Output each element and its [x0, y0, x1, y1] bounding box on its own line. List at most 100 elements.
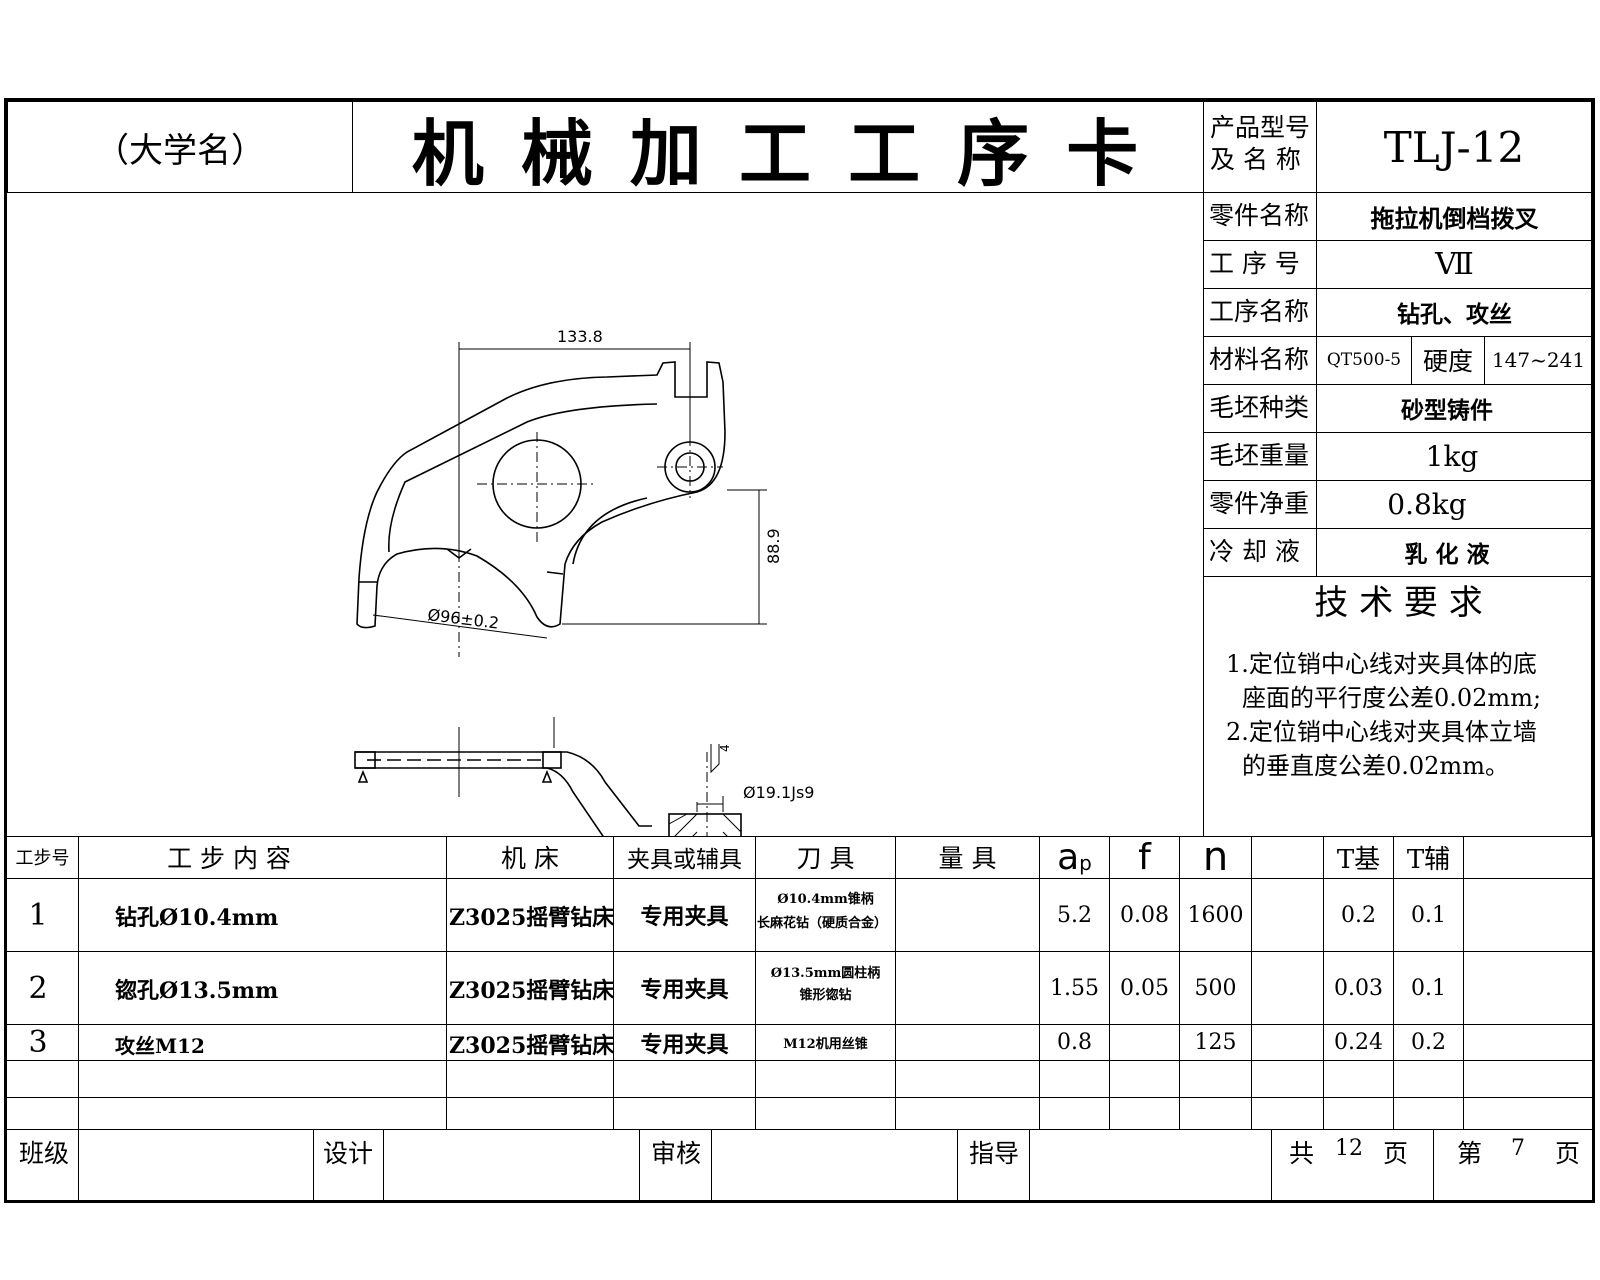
th-t-basic: T基 [1336, 844, 1381, 875]
dim-width-label: 133.8 [557, 327, 603, 346]
footer-page-no: 7 [1511, 1136, 1525, 1161]
row-t-aux: 0.1 [1411, 902, 1446, 928]
blank-type-value: 砂型铸件 [1401, 397, 1493, 424]
footer-class-label: 班级 [19, 1139, 70, 1168]
row-tool-line2: 长麻花钻（硬质合金） [757, 916, 888, 931]
footer-review-label: 审核 [651, 1139, 702, 1168]
row-t-aux: 0.2 [1411, 1030, 1446, 1055]
footer-guide-label: 指导 [969, 1139, 1020, 1168]
row-t-aux: 0.1 [1411, 975, 1446, 1001]
hardness-label: 硬度 [1422, 347, 1473, 376]
dim-small-label: 4 [718, 744, 732, 752]
th-gauge: 量 具 [938, 844, 997, 873]
tech-req-heading: 技 术 要 求 [1314, 582, 1483, 623]
blank-type-label: 毛坯种类 [1209, 393, 1310, 422]
row-machine: Z3025摇臂钻床 [449, 1033, 615, 1059]
th-content: 工 步 内 容 [167, 844, 291, 873]
university-name: （大学名） [95, 130, 265, 171]
row-content: 锪孔Ø13.5mm [115, 978, 279, 1004]
th-ap-sub: p [1079, 851, 1092, 875]
row-content: 钻孔Ø10.4mm [115, 905, 279, 931]
dim-bore-label: Ø19.1Js9 [743, 783, 814, 802]
title-cell: 机 械 加 工 工 序 卡 [352, 101, 1204, 196]
row-f [1110, 1025, 1179, 1060]
footer-total-pages: 12 [1335, 1136, 1363, 1161]
part-name-label: 零件名称 [1209, 201, 1310, 230]
row-t-basic: 0.03 [1334, 975, 1383, 1001]
row-machine: Z3025摇臂钻床 [449, 905, 615, 931]
fork-outline-top [356, 361, 726, 629]
row-tool-line2: 锥形锪钻 [799, 988, 852, 1003]
row-ap: 5.2 [1057, 902, 1092, 928]
tech-req-box: 技 术 要 求 1.定位销中心线对夹具体的底 座面的平行度公差0.02mm; 2… [1203, 576, 1592, 837]
row-tool-line1: M12机用丝锥 [783, 1037, 868, 1052]
coolant-label: 冷 却 液 [1209, 537, 1300, 566]
row-t-basic: 0.2 [1341, 902, 1376, 928]
product-value-cell: TLJ-12 [1316, 101, 1592, 193]
row-fixture: 专用夹具 [640, 904, 729, 930]
dim-height-label: 88.9 [764, 528, 783, 564]
product-label-line1: 产品型号 [1210, 113, 1311, 142]
row-fixture: 专用夹具 [640, 977, 729, 1003]
tech-req-line-4: 的垂直度公差0.02mm。 [1242, 752, 1509, 780]
dim-diameter-label: Ø96±0.2 [427, 605, 501, 633]
footer-total-prefix: 共 [1289, 1139, 1315, 1168]
th-machine: 机 床 [501, 844, 559, 873]
row-tool-line1: Ø10.4mm锥柄 [777, 892, 874, 907]
row-tool-line1: Ø13.5mm圆柱柄 [770, 966, 881, 981]
th-f: f [1138, 836, 1151, 878]
row-ap: 0.8 [1057, 1030, 1092, 1055]
op-name-label: 工序名称 [1209, 297, 1310, 326]
footer-page-unit: 页 [1383, 1139, 1409, 1168]
th-step: 工步号 [15, 848, 70, 869]
product-label-line2: 及 名 称 [1210, 145, 1301, 174]
part-name-value: 拖拉机倒档拨叉 [1370, 203, 1539, 233]
footer-page-unit2: 页 [1555, 1139, 1581, 1168]
tech-req-line-3: 2.定位销中心线对夹具体立墙 [1226, 718, 1537, 746]
row-step: 1 [28, 897, 48, 933]
material-value: QT500-5 [1326, 350, 1402, 370]
process-card: （大学名） 机 械 加 工 工 序 卡 产品型号 及 名 称 TLJ-12 零件… [4, 98, 1595, 1203]
th-ap-main: a [1057, 836, 1080, 878]
blank-weight-label: 毛坯重量 [1209, 441, 1310, 470]
info-grid: 零件名称 拖拉机倒档拨叉 工 序 号 Ⅶ 工序名称 钻孔、攻丝 材料名称 QT5… [1203, 192, 1592, 581]
tech-req-line-1: 1.定位销中心线对夹具体的底 [1226, 650, 1537, 678]
coolant-value: 乳 化 液 [1404, 541, 1490, 568]
op-no-value: Ⅶ [1435, 246, 1474, 282]
th-n: n [1202, 834, 1229, 880]
material-label: 材料名称 [1209, 345, 1310, 374]
net-weight-label: 零件净重 [1209, 489, 1310, 518]
th-fixture: 夹具或辅具 [627, 847, 742, 873]
row-step: 3 [28, 1025, 48, 1060]
row-n: 125 [1194, 1030, 1237, 1055]
tech-req-line-2: 座面的平行度公差0.02mm; [1242, 684, 1542, 712]
footer-page-prefix: 第 [1457, 1139, 1483, 1168]
op-name-value: 钻孔、攻丝 [1397, 301, 1512, 328]
row-f: 0.05 [1120, 975, 1169, 1001]
row-fixture: 专用夹具 [640, 1031, 729, 1058]
op-no-label: 工 序 号 [1209, 249, 1300, 278]
row-n: 1600 [1187, 902, 1244, 928]
row-content: 攻丝M12 [115, 1034, 205, 1058]
product-label-cell: 产品型号 及 名 称 [1203, 101, 1317, 193]
row-step: 2 [28, 970, 48, 1006]
th-t-aux: T辅 [1406, 844, 1451, 875]
row-t-basic: 0.24 [1334, 1030, 1383, 1055]
card-title: 机 械 加 工 工 序 卡 [411, 110, 1145, 196]
footer-row: 班级 设计 审核 指导 共 12 页 第 7 页 [7, 1130, 1592, 1200]
part-drawing: 133.8 88.9 Ø96±0.2 Ø19.1Js9 4 [354, 327, 814, 837]
university-cell: （大学名） [7, 101, 353, 193]
blank-weight-value: 1kg [1425, 439, 1479, 473]
pin-boss-section [668, 813, 742, 837]
row-n: 500 [1194, 975, 1237, 1001]
hardness-value: 147~241 [1491, 348, 1586, 372]
product-model: TLJ-12 [1383, 122, 1525, 172]
row-f: 0.08 [1120, 902, 1169, 928]
net-weight-value: 0.8kg [1387, 487, 1467, 521]
footer-design-label: 设计 [323, 1139, 374, 1168]
row-ap: 1.55 [1050, 975, 1099, 1001]
row-machine: Z3025摇臂钻床 [449, 978, 615, 1004]
fork-outline-side [355, 751, 652, 837]
